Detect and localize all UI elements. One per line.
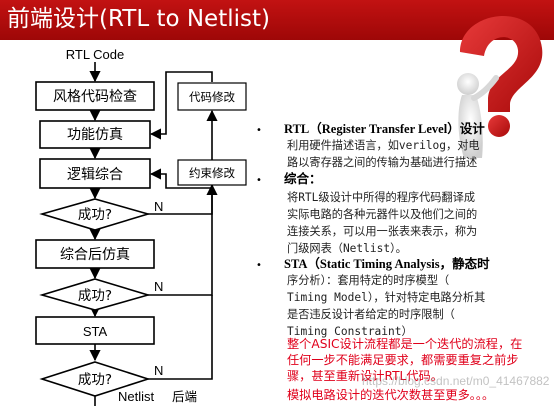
step-style-check (35, 81, 155, 111)
sta-heading: STA（Static Timing Analysis，静态时 (284, 257, 490, 271)
sta-desc-line: 是否违反设计者给定的时序限制（ (287, 308, 455, 321)
step-post-synth-sim (35, 239, 155, 269)
synth-desc-line: 连接关系，可以用一张表来表示，称为 (287, 225, 478, 238)
rtl-desc-line: 路以寄存器之间的传输为基础进行描述 (287, 156, 478, 169)
sta-desc-line: 序分析）：套用特定的时序模型（ (287, 274, 450, 287)
decision-2 (39, 278, 151, 311)
watermark: https://blog.csdn.net/m0_41467882 (362, 374, 550, 388)
bullet-icon: • (256, 260, 262, 271)
question-mark-icon (457, 16, 543, 158)
feedback-line (148, 295, 213, 380)
step-post-synth-sim-label: 综合后仿真 (60, 247, 130, 263)
summary-line: 整个ASIC设计流程都是一个迭代的流程，在 (287, 337, 523, 351)
step-functional-sim (39, 120, 151, 149)
decision-3 (39, 361, 151, 397)
code-modify-box (177, 82, 247, 111)
rtl-desc-line: 利用硬件描述语言，如verilog，对电 (287, 139, 480, 152)
title-bar: 前端设计(RTL to Netlist) (0, 0, 554, 40)
netlist-label: Netlist (118, 389, 155, 404)
constraint-modify-label: 约束修改 (189, 166, 235, 180)
decision-1 (39, 198, 151, 231)
decision-2-label: 成功? (78, 288, 112, 304)
no-label: N (154, 279, 163, 294)
synth-desc-line: 将RTL级设计中所得的程序代码翻译成 (287, 191, 476, 204)
sta-desc-line: Timing Constraint） (287, 325, 413, 338)
feedback-line (149, 168, 213, 189)
decision-1-label: 成功? (78, 207, 112, 223)
step-sta-label: STA (83, 324, 108, 339)
analog-note: 模拟电路设计的迭代次数甚至更多。。。 (287, 388, 495, 402)
constraint-modify-box (177, 159, 247, 186)
feedback-line (149, 71, 213, 140)
step-sta (35, 316, 155, 345)
rtl-heading: RTL（Register Transfer Level）设计 (284, 122, 485, 136)
no-label: N (154, 363, 163, 378)
backend-label: 后端 (172, 389, 197, 404)
flow-start-label: RTL Code (66, 47, 125, 62)
decision-3-label: 成功? (78, 372, 112, 388)
page-title: 前端设计(RTL to Netlist) (7, 6, 270, 32)
bullet-icon: • (256, 175, 262, 186)
synth-desc-line: 实际电路的各种元器件以及他们之间的 (287, 208, 478, 221)
synth-heading: 综合： (284, 172, 322, 186)
bullet-icon: • (256, 125, 262, 136)
summary-line: 任何一步不能满足要求，都需要重复之前步 (287, 353, 519, 367)
no-label: N (154, 199, 163, 214)
step-functional-sim-label: 功能仿真 (67, 127, 123, 143)
code-modify-label: 代码修改 (189, 90, 235, 104)
sta-desc-line: Timing Model），针对特定电路分析其 (287, 291, 486, 304)
step-style-check-label: 风格代码检查 (53, 89, 137, 105)
summary-line: 骤，甚至重新设计RTL代码。 (287, 369, 443, 383)
synth-desc-line: 门级网表（Netlist）。 (287, 242, 407, 255)
step-logic-synthesis-label: 逻辑综合 (67, 167, 123, 183)
step-logic-synthesis (39, 158, 151, 189)
